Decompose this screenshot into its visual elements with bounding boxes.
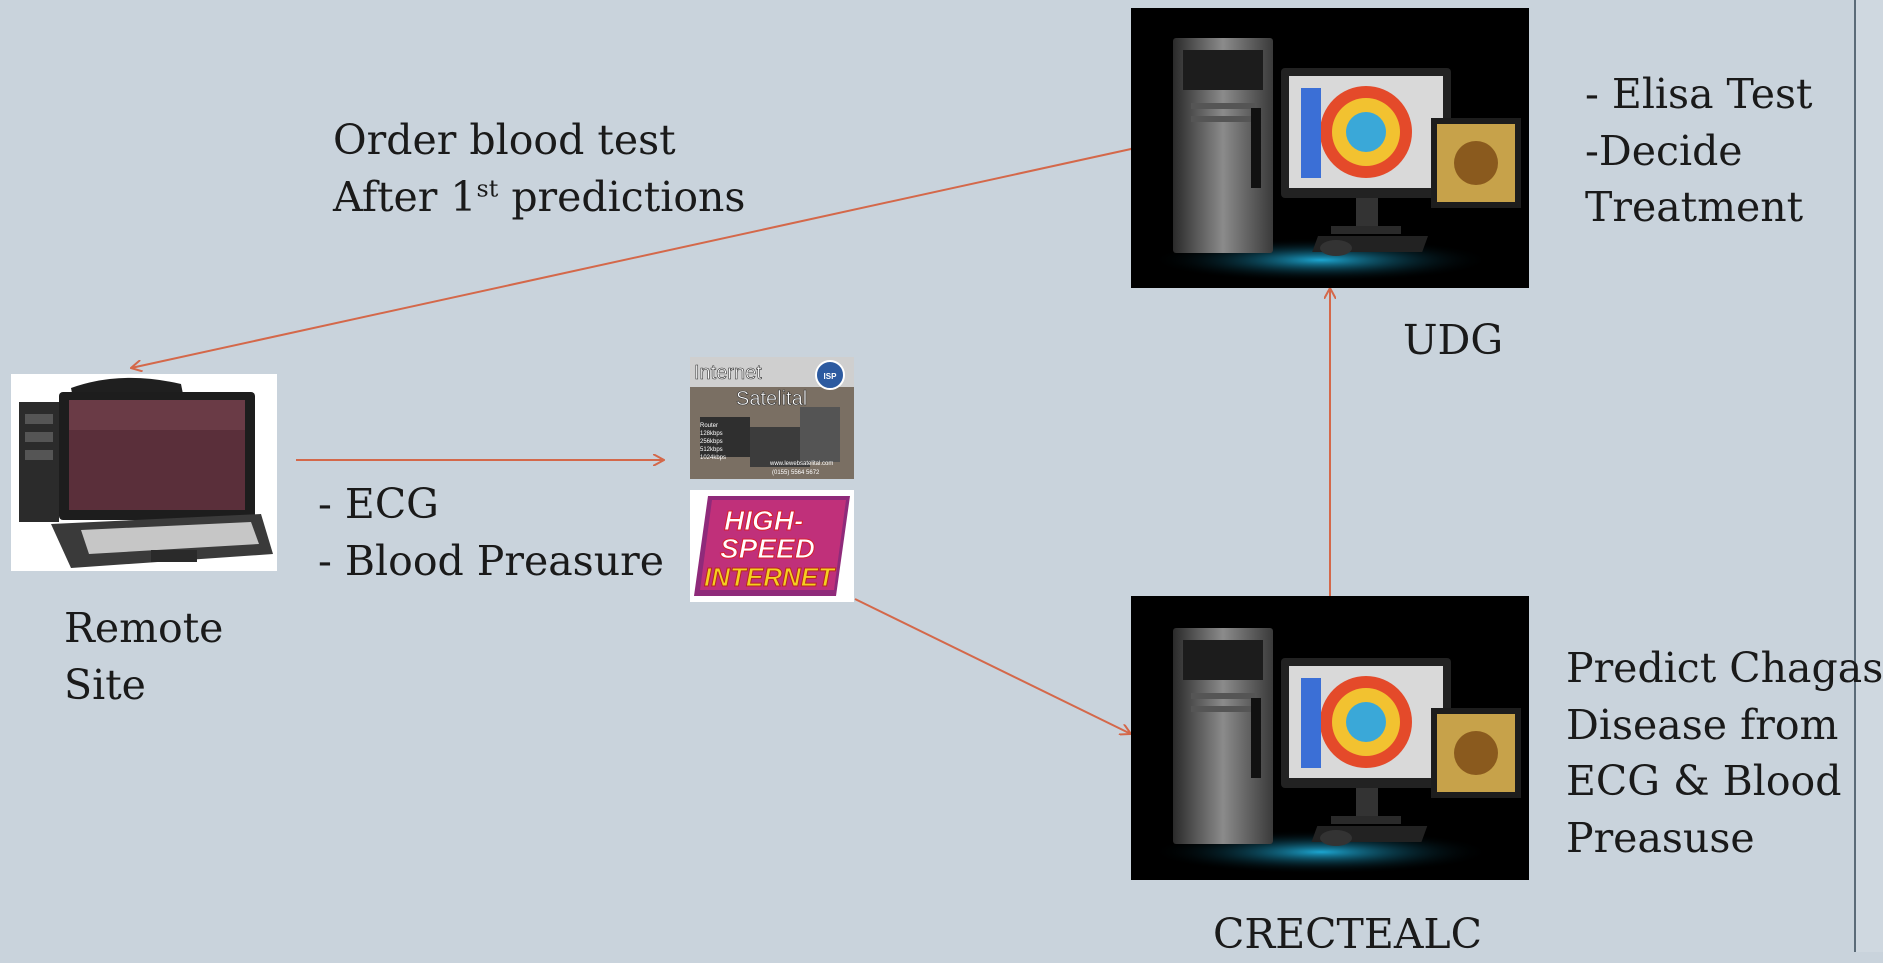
arrow-to-crectealc	[854, 598, 1131, 734]
svg-text:(0155) 5564 5672: (0155) 5564 5672	[772, 470, 820, 476]
udg-computer-image	[1131, 8, 1529, 288]
svg-text:512kbps: 512kbps	[700, 447, 723, 453]
slide-edge-bar	[1854, 0, 1883, 952]
svg-text:Router: Router	[700, 423, 718, 429]
task-elisa: - Elisa Test	[1585, 70, 1813, 118]
svg-text:INTERNET: INTERNET	[704, 562, 836, 592]
task-decide: -Decide	[1585, 126, 1743, 175]
order-blood-test-label: Order blood test After 1st predictions	[333, 112, 745, 225]
blood-pressure-item: - Blood Preasure	[318, 536, 664, 585]
svg-text:www.lewebsatelital.com: www.lewebsatelital.com	[769, 461, 833, 467]
svg-text:128kbps: 128kbps	[700, 431, 723, 437]
ecg-item: - ECG	[318, 480, 439, 528]
svg-text:256kbps: 256kbps	[700, 439, 723, 445]
prediction-description: Predict Chagas Disease from ECG & Blood …	[1566, 640, 1883, 866]
order-line-2: After 1st predictions	[333, 172, 746, 221]
udg-tasks-list: - Elisa Test -Decide Treatment	[1585, 66, 1813, 236]
crectealc-computer-image	[1131, 596, 1529, 880]
predict-line-4: Preasuse	[1566, 813, 1755, 862]
svg-text:SPEED: SPEED	[720, 533, 815, 564]
svg-text:1024kbps: 1024kbps	[700, 455, 726, 461]
predict-line-1: Predict Chagas	[1566, 644, 1883, 692]
crectealc-label: CRECTEALC	[1213, 910, 1483, 958]
remote-line-1: Remote	[64, 604, 224, 652]
task-treatment: Treatment	[1585, 183, 1804, 232]
badge-text: ISP	[824, 372, 838, 381]
high-speed-internet-image: HIGH- SPEED INTERNET	[690, 490, 854, 602]
svg-text:Internet: Internet	[694, 362, 762, 384]
remote-site-laptop-image	[11, 374, 277, 571]
remote-line-2: Site	[64, 660, 146, 709]
order-line-1: Order blood test	[333, 116, 676, 164]
predict-line-2: Disease from	[1566, 700, 1839, 749]
predict-line-3: ECG & Blood	[1566, 757, 1842, 806]
svg-text:Satelital: Satelital	[736, 388, 807, 410]
internet-satelital-image: ISP Internet Satelital Router 128kbps 25…	[690, 357, 854, 479]
udg-label: UDG	[1403, 316, 1504, 364]
svg-text:HIGH-: HIGH-	[724, 505, 803, 536]
remote-site-label: Remote Site	[64, 600, 223, 713]
measurements-list: - ECG - Blood Preasure	[318, 476, 664, 589]
